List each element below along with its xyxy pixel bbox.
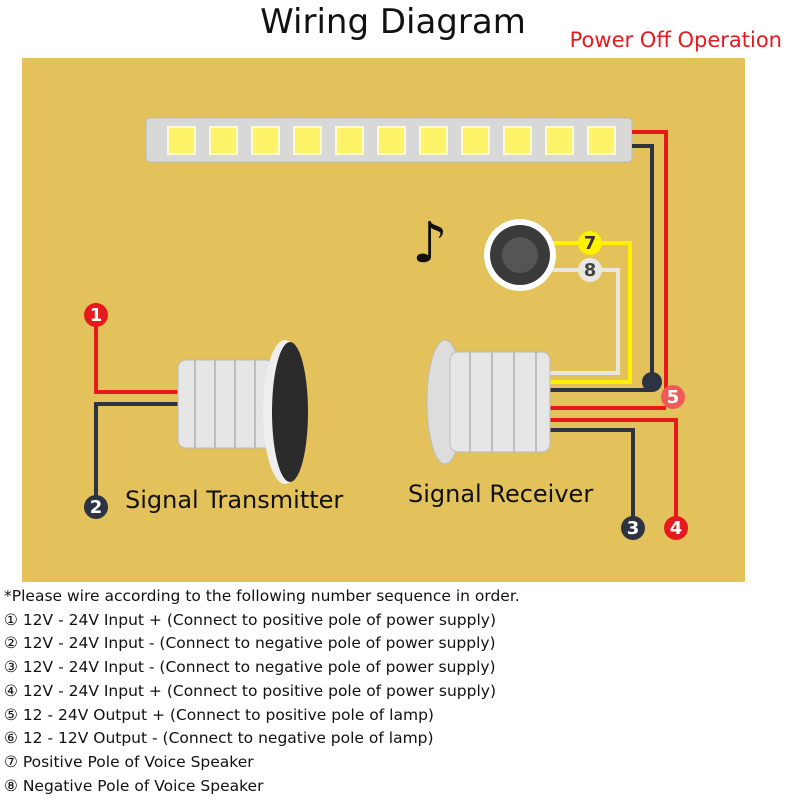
transmitter-label: Signal Transmitter <box>125 486 343 514</box>
page-title: Wiring Diagram <box>260 2 526 42</box>
terminal-5: 5 <box>661 385 685 409</box>
svg-text:5: 5 <box>667 387 680 408</box>
operation-mode-label: Power Off Operation <box>569 28 782 52</box>
svg-text:3: 3 <box>627 518 640 539</box>
receiver-label: Signal Receiver <box>408 480 593 508</box>
terminal-3: 3 <box>621 516 645 540</box>
instruction-item: ④ 12V - 24V Input + (Connect to positive… <box>4 681 496 700</box>
wiring-instructions: *Please wire according to the following … <box>4 585 520 798</box>
instruction-item: ② 12V - 24V Input - (Connect to negative… <box>4 634 496 653</box>
lamp-negative-wire <box>632 144 654 382</box>
instruction-item: ⑦ Positive Pole of Voice Speaker <box>4 752 254 771</box>
instruction-item: ⑤ 12 - 24V Output + (Connect to positive… <box>4 705 434 724</box>
instruction-item: ③ 12V - 24V Input - (Connect to negative… <box>4 658 496 677</box>
svg-text:4: 4 <box>670 518 683 539</box>
svg-text:2: 2 <box>90 497 103 518</box>
led-strip <box>145 117 633 163</box>
svg-text:8: 8 <box>584 260 597 281</box>
instructions-intro: *Please wire according to the following … <box>4 587 520 605</box>
terminal-6 <box>642 372 662 392</box>
transmitter-sensor <box>177 340 308 484</box>
lamp-positive-wire <box>632 130 668 396</box>
svg-text:1: 1 <box>90 305 103 326</box>
terminal-4: 4 <box>664 516 688 540</box>
speaker <box>484 219 556 291</box>
instruction-item: ① 12V - 24V Input + (Connect to positive… <box>4 610 496 629</box>
speaker-negative-wire <box>548 268 620 375</box>
terminal-7: 7 <box>578 231 602 255</box>
terminal-1: 1 <box>84 303 108 327</box>
instruction-item: ⑧ Negative Pole of Voice Speaker <box>4 776 264 795</box>
music-note-icon: ♪ <box>412 211 448 276</box>
receiver-sensor <box>426 339 551 465</box>
instruction-item: ⑥ 12 - 12V Output - (Connect to negative… <box>4 729 434 748</box>
terminal-8: 8 <box>578 258 602 282</box>
terminal-2: 2 <box>84 495 108 519</box>
svg-text:7: 7 <box>584 233 597 254</box>
